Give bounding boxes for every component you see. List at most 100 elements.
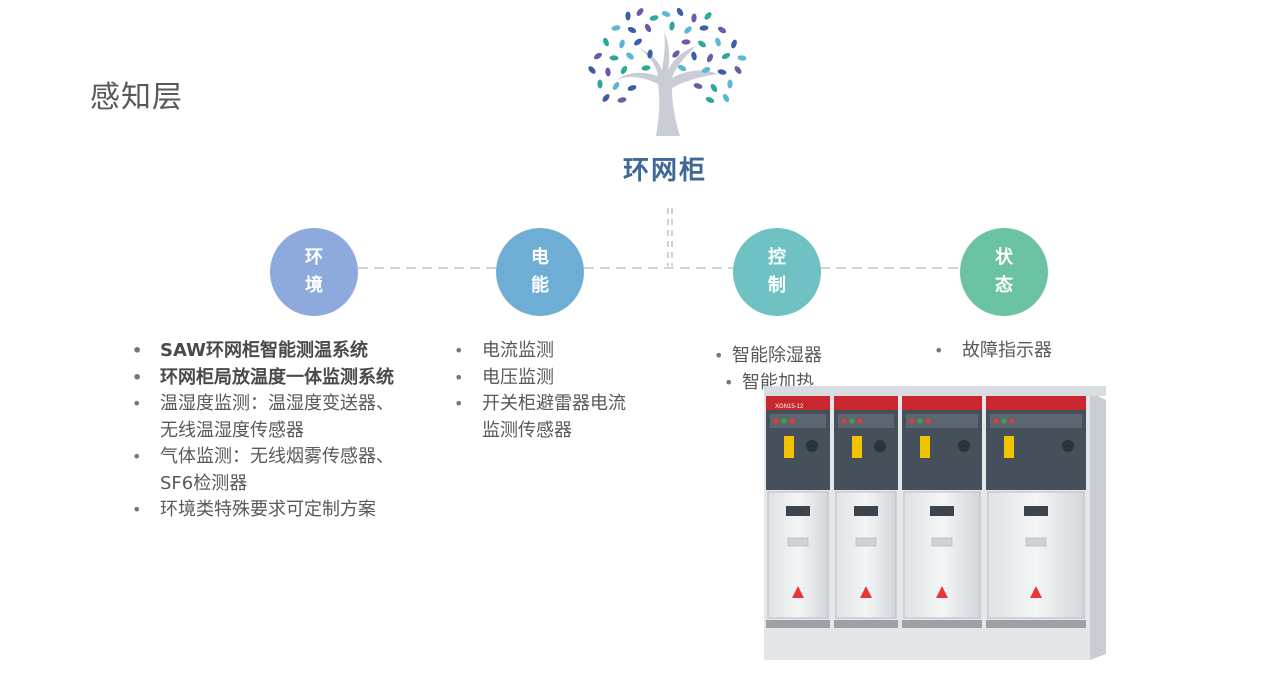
panel-header [834,396,898,410]
leaf-icon [691,13,697,23]
environment-list: SAW环网柜智能测温系统 环网柜局放温度一体监测系统 温湿度监测：温湿度变送器、… [132,338,394,524]
vent-grille [854,506,878,516]
warning-label [852,436,862,458]
leaf-icon [626,52,634,60]
leaf-icon [721,52,731,60]
leaf-icon [734,66,742,74]
leaf-icon [619,39,625,49]
node-environment: 环 境 [270,228,358,316]
leaf-icon [605,67,611,77]
leaf-icon [705,97,715,103]
leaf-icon [609,55,619,61]
vent-grille [786,506,810,516]
leaf-icon [620,65,628,75]
leaf-icon [636,8,644,16]
leaf-icon [617,97,627,103]
list-item: 温湿度监测：温湿度变送器、 [132,391,394,418]
node-status: 状 态 [960,228,1048,316]
indicator-light-icon [993,418,999,424]
leaf-icon [717,26,727,34]
node-control: 控 制 [733,228,821,316]
leaf-icon [603,37,609,47]
status-list: 故障指示器 [934,338,1052,365]
leaf-icon [677,64,687,72]
indicator-light-icon [841,418,847,424]
indicator-light-icon [917,418,923,424]
connector-lines [358,208,962,269]
leaf-icon [612,82,620,90]
leaf-icon [649,15,659,21]
panel-indicator-strip [906,414,978,428]
node-energy-line2: 能 [531,275,549,296]
node-energy: 电 能 [496,228,584,316]
panel-label-text: XGN15-12 [775,404,804,410]
indicator-light-icon [1001,418,1007,424]
leaf-icon [706,53,714,63]
indicator-light-icon [857,418,863,424]
list-item: 无线温湿度传感器 [160,419,304,441]
node-control-line1: 控 [768,247,786,268]
panel-base [834,620,898,628]
leaf-icon [627,85,637,91]
switch-knob-icon [1062,440,1074,452]
door-handle [787,537,809,547]
leaf-icon [693,83,703,89]
leaf-icon [684,26,692,34]
node-status-line1: 状 [995,247,1013,268]
leaf-icon [691,51,697,61]
leaf-icon [672,50,680,58]
list-item: 环网柜局放温度一体监测系统 [132,365,394,392]
hub-title: 环网柜 [622,156,707,186]
indicator-light-icon [849,418,855,424]
hazard-sign-icon [936,586,948,598]
energy-list: 电流监测 电压监测 开关柜避雷器电流 监测传感器 [454,338,626,444]
leaf-icon [731,39,737,49]
leaf-icon [737,55,747,61]
leaf-icon [669,21,675,31]
door-handle [931,537,953,547]
indicator-light-icon [773,418,779,424]
cabinet-panel [834,396,898,628]
list-item: 环境类特殊要求可定制方案 [132,497,394,524]
leaf-icon [593,52,603,60]
panel-header [986,396,1086,410]
indicator-light-icon [789,418,795,424]
cabinet-panel [902,396,982,628]
switch-knob-icon [874,440,886,452]
list-item: SAW环网柜智能测温系统 [132,338,394,365]
switch-knob-icon [806,440,818,452]
warning-label [1004,436,1014,458]
leaf-icon [647,49,653,59]
list-item: 智能除湿器 [714,343,822,370]
leaf-icon [701,67,711,73]
list-item: 开关柜避雷器电流 [454,391,626,418]
panel-base [902,620,982,628]
leaf-icon [634,38,642,46]
panel-header [766,396,830,410]
hazard-sign-icon [1030,586,1042,598]
cabinet-panel [766,396,830,628]
tree-logo-icon [588,8,747,136]
leaf-icon [717,69,727,75]
list-item: 电流监测 [454,338,626,365]
switchgear-cabinet-image: XGN15-12 [764,386,1106,660]
indicator-light-icon [909,418,915,424]
panel-indicator-strip [838,414,894,428]
hazard-sign-icon [792,586,804,598]
leaf-icon [704,12,712,20]
list-item: 电压监测 [454,365,626,392]
list-item: SF6检测器 [160,472,248,494]
leaf-icon [627,26,637,34]
leaf-icon [698,40,706,48]
list-item: 故障指示器 [934,338,1052,365]
indicator-light-icon [1009,418,1015,424]
page-title: 感知层 [90,80,183,115]
leaf-icon [597,79,603,89]
leaf-icon [588,66,596,74]
leaf-icon [727,79,733,89]
cabinet-panel [986,396,1086,628]
door-handle [855,537,877,547]
leaf-icon [625,11,631,21]
door-handle [1025,537,1047,547]
leaf-icon [676,8,684,17]
